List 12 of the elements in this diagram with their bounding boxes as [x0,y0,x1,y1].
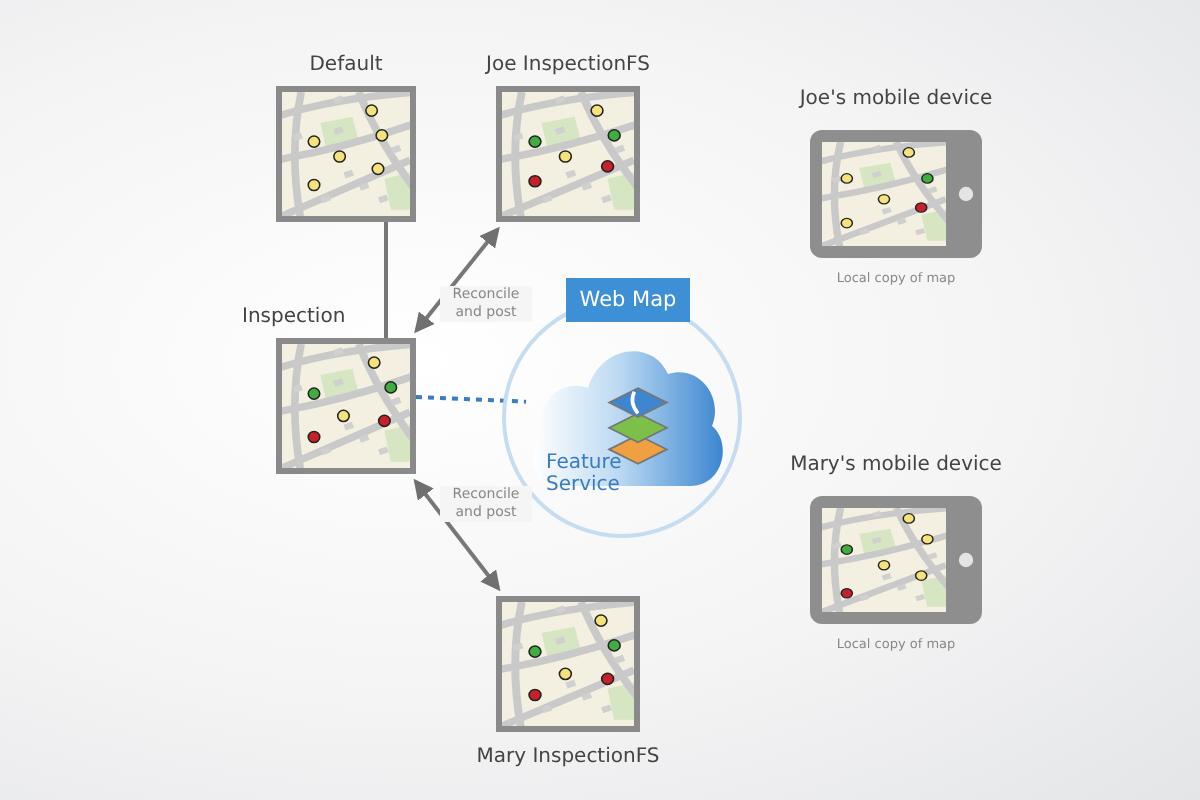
double-arrow [414,226,500,334]
map-title: Inspection [242,306,346,328]
map-title: Mary InspectionFS [476,746,660,768]
map-title: Joe InspectionFS [486,54,650,76]
service-label: Feature Service [546,452,624,496]
dashed-connector [415,395,527,404]
device-title: Joe's mobile device [799,88,993,110]
map-title: Default [309,54,383,76]
device-title: Mary's mobile device [790,454,1002,476]
double-arrow [413,478,501,592]
connector-line [384,222,388,338]
web-map-label-box: Web Map [566,278,690,322]
